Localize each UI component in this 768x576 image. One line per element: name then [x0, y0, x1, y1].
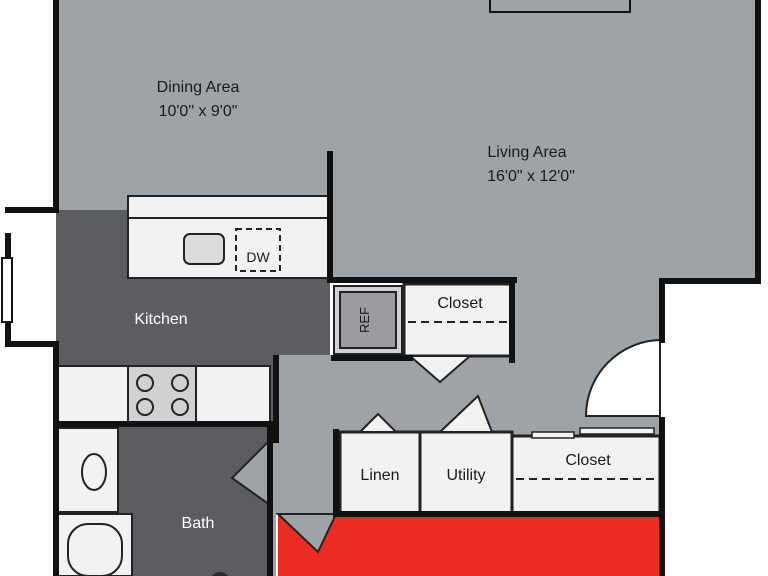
sink-icon: [183, 233, 225, 265]
burner-icon: [136, 374, 154, 392]
linen-door-swing: [357, 412, 399, 433]
entry-door-swing: [584, 338, 661, 417]
dishwasher-icon: [235, 228, 281, 272]
left-notch-lower: [0, 345, 56, 576]
toilet-icon: [212, 572, 228, 576]
utility-room: [418, 430, 514, 516]
closet-right-label: Closet: [565, 452, 611, 469]
burner-icon: [136, 398, 154, 416]
burner-icon: [171, 374, 189, 392]
window-top: [489, 0, 631, 13]
utility-door-swing: [437, 394, 494, 433]
dishwasher-label: DW: [246, 249, 270, 265]
bath-label: Bath: [182, 515, 215, 532]
linen-label: Linen: [360, 467, 399, 484]
linen-closet: [338, 430, 422, 516]
bath-sink-icon: [81, 453, 107, 491]
closet-right: [510, 434, 662, 516]
living-area-size: 16'0" x 12'0": [487, 168, 575, 185]
kitchen-counter-top: [127, 195, 331, 279]
dining-area-size: 10'0" x 9'0": [159, 103, 238, 120]
walls: [5, 0, 761, 576]
window-left: [1, 257, 13, 323]
utility-label: Utility: [446, 467, 485, 484]
dining-area-label: Dining Area: [157, 79, 240, 96]
closet-door-swing: [407, 355, 473, 384]
left-notch: [0, 0, 56, 236]
kitchen-label: Kitchen: [134, 311, 187, 328]
closet-center-label: Closet: [437, 295, 483, 312]
burner-icon: [171, 398, 189, 416]
closet-center: [402, 282, 514, 358]
bedroom-door-swing: [275, 513, 338, 554]
living-area-label: Living Area: [487, 144, 566, 161]
hall-floor: [276, 355, 340, 515]
bedroom-highlight: [278, 514, 662, 576]
refrigerator-label: REF: [357, 307, 372, 333]
